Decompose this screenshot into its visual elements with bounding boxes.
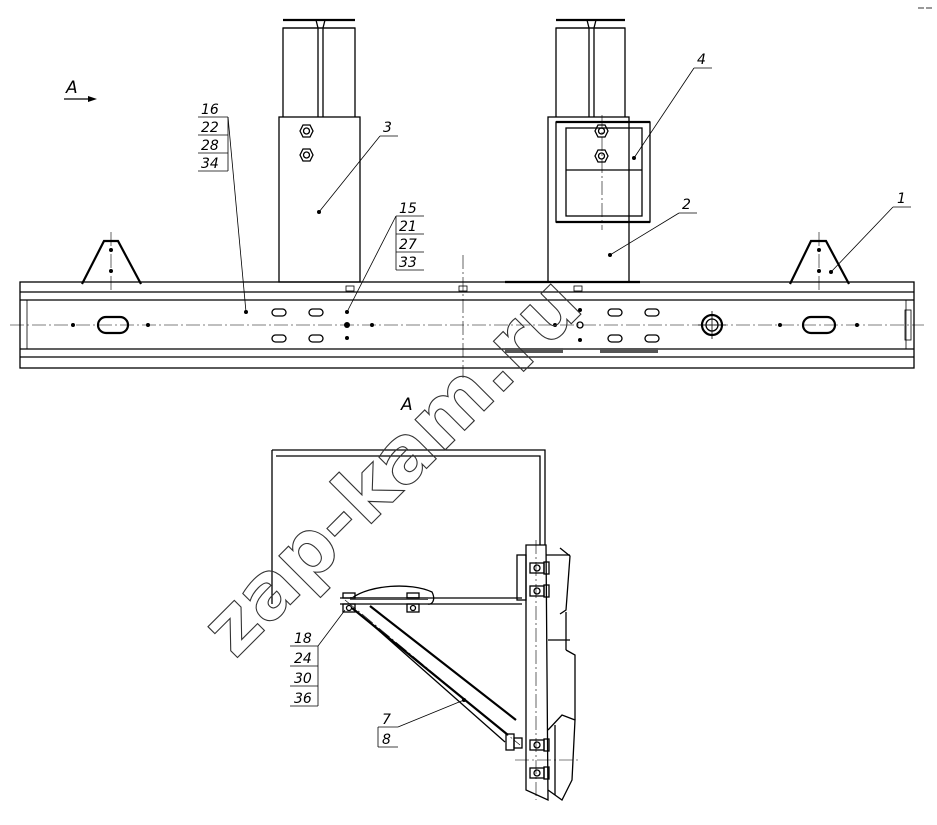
view-label-a: A <box>65 78 78 98</box>
view-arrow-a: A <box>64 78 97 102</box>
callout-15-line4: 33 <box>399 255 417 271</box>
callout-18: 18 24 30 36 <box>290 609 346 707</box>
callout-4-label: 4 <box>697 52 706 68</box>
bracket-4 <box>555 115 651 230</box>
callout-18-line2: 24 <box>294 651 312 667</box>
gusset-right <box>789 232 850 290</box>
diagonal-brace <box>344 599 521 746</box>
callout-16-line1: 16 <box>201 102 219 118</box>
plate-bolt-right <box>406 592 420 613</box>
top-view: A 16 22 28 34 3 15 21 27 33 <box>10 18 924 378</box>
callout-3: 3 <box>318 120 398 213</box>
bolt-head <box>299 124 314 138</box>
callout-1-label: 1 <box>897 191 906 207</box>
vertical-plate-assembly <box>515 540 580 802</box>
callout-2: 2 <box>609 197 697 256</box>
bolt-lower-1 <box>529 738 550 752</box>
section-label-a: A <box>400 395 413 415</box>
callout-7-line1: 7 <box>382 712 391 728</box>
callout-16-line2: 22 <box>201 120 219 136</box>
callout-16-line4: 34 <box>201 156 219 172</box>
callout-18-line1: 18 <box>294 631 312 647</box>
callout-15-line1: 15 <box>399 201 417 217</box>
callout-1: 1 <box>829 191 911 274</box>
callout-2-label: 2 <box>682 197 691 213</box>
horizontal-plate <box>340 585 522 605</box>
gusset-left <box>81 232 142 290</box>
callout-15-line2: 21 <box>399 219 417 235</box>
bolt-upper-2 <box>529 584 550 598</box>
bolt-head <box>594 124 609 138</box>
bolt-head <box>594 149 609 163</box>
section-view-a: A <box>271 395 580 802</box>
bolt-head <box>299 148 314 162</box>
plate-bolt-left <box>342 592 356 613</box>
callout-15: 15 21 27 33 <box>346 201 424 313</box>
post-left <box>278 18 361 283</box>
callout-16: 16 22 28 34 <box>198 102 247 313</box>
callout-7: 7 8 <box>377 699 465 748</box>
callout-15-line3: 27 <box>399 237 417 253</box>
main-beam <box>10 255 924 378</box>
callout-18-line3: 30 <box>294 671 312 687</box>
brace-end-bolt <box>505 733 523 751</box>
callout-3-label: 3 <box>383 120 392 136</box>
callout-4: 4 <box>633 52 712 159</box>
callout-16-line3: 28 <box>201 138 219 154</box>
bolt-lower-2 <box>529 766 550 780</box>
callout-7-line2: 8 <box>382 732 391 748</box>
watermark-text: zap-kam.ru <box>185 259 599 673</box>
post-right <box>547 18 651 283</box>
bolt-upper-1 <box>529 561 550 575</box>
callout-18-line4: 36 <box>294 691 312 707</box>
